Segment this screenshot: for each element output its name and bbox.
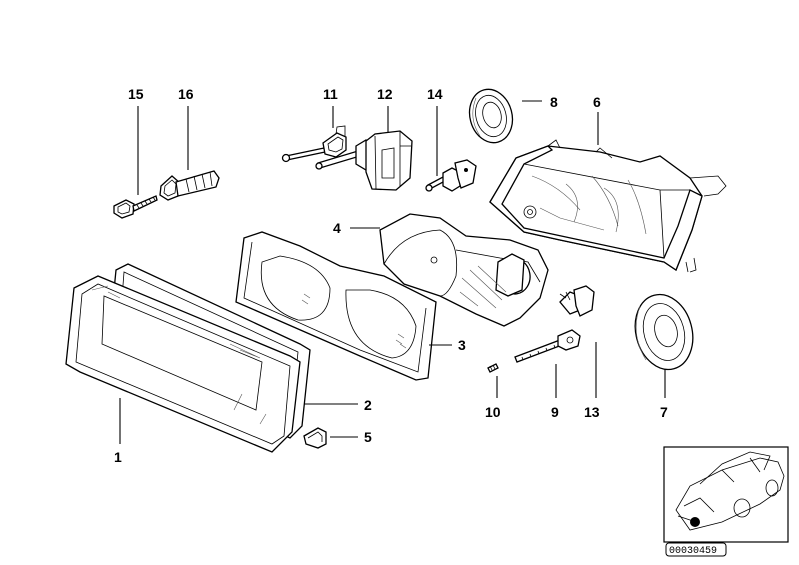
- part-reflector: [379, 213, 549, 327]
- part-reflector-cover: [235, 231, 437, 381]
- callout-2: 2: [364, 397, 372, 413]
- reference-number: 00030459: [669, 546, 717, 557]
- car-location-inset: 00030459: [663, 446, 789, 557]
- callout-1: 1: [114, 449, 122, 465]
- callout-8: 8: [550, 94, 558, 110]
- callout-15: 15: [128, 86, 144, 102]
- callout-4: 4: [333, 220, 341, 236]
- part-halogen-bulb: [559, 285, 595, 317]
- part-clip: [303, 427, 327, 449]
- callout-10: 10: [485, 404, 501, 420]
- part-pin: [487, 363, 499, 373]
- part-gasket-lower: [634, 293, 694, 371]
- car-front-location-icon: [675, 451, 785, 531]
- part-bulb-socket-connector: [315, 130, 413, 191]
- part-adjuster-rod: [514, 329, 581, 363]
- part-expansion-nut: [159, 170, 220, 201]
- leader-lines: [119, 100, 666, 444]
- callout-16: 16: [178, 86, 194, 102]
- callout-13: 13: [584, 404, 600, 420]
- part-headlight-housing: [489, 139, 727, 273]
- callout-5: 5: [364, 429, 372, 445]
- callout-labels: 1 2 3 4 5 6 7 8 9 10 11 12 13 14 15 16: [114, 86, 668, 465]
- callout-7: 7: [660, 404, 668, 420]
- callout-14: 14: [427, 86, 443, 102]
- callout-12: 12: [377, 86, 393, 102]
- callout-3: 3: [458, 337, 466, 353]
- part-screw: [113, 195, 158, 219]
- part-small-bulb: [425, 159, 477, 192]
- part-headlight-lens: [65, 275, 301, 453]
- part-adjusting-screw: [281, 125, 347, 163]
- callout-11: 11: [323, 86, 338, 102]
- callout-6: 6: [593, 94, 601, 110]
- callout-9: 9: [551, 404, 559, 420]
- part-gasket-top: [468, 88, 514, 144]
